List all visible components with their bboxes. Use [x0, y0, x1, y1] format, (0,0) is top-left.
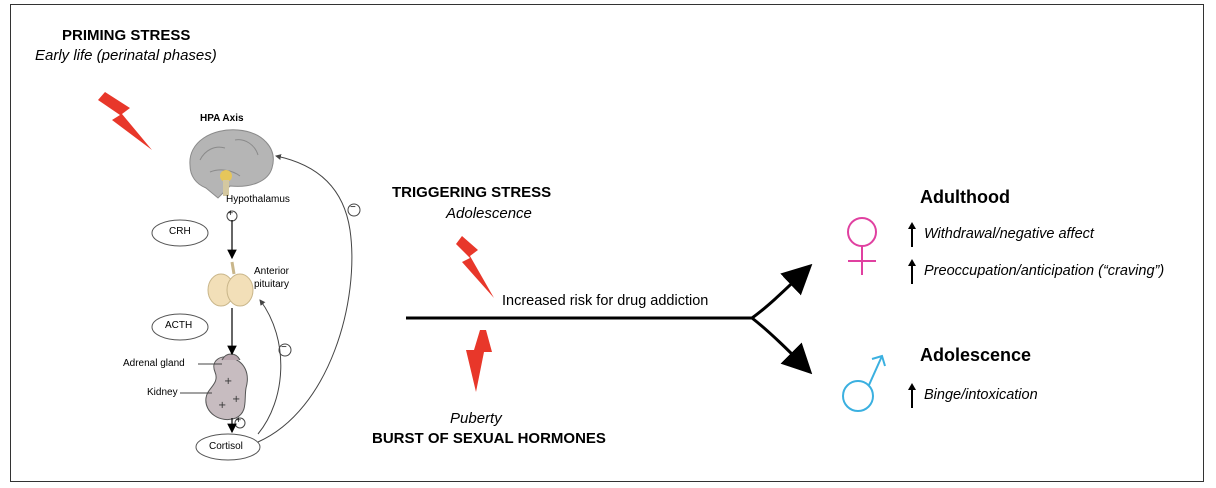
minus-circle-inner	[278, 343, 292, 357]
increase-arrow-icon	[908, 222, 916, 247]
crh-label: CRH	[169, 226, 191, 237]
feedback-arc-outer	[257, 154, 353, 443]
acth-label: ACTH	[165, 320, 193, 331]
svg-text:+: +	[218, 400, 226, 411]
female-outcome-item: Preoccupation/anticipation (“craving”)	[924, 263, 1165, 279]
svg-text:+: +	[232, 394, 240, 405]
priming-stress-title: PRIMING STRESS	[62, 27, 191, 44]
puberty-lightning-icon	[466, 330, 492, 392]
plus-circle-kidney	[234, 417, 246, 429]
pituitary-label: pituitary	[254, 279, 290, 290]
adolescence-heading: Adolescence	[920, 345, 1032, 365]
anterior-label: Anterior	[254, 266, 290, 277]
sexual-hormones-title: BURST OF SEXUAL HORMONES	[372, 430, 606, 447]
adulthood-heading: Adulthood	[920, 187, 1010, 207]
priming-stress-subtitle: Early life (perinatal phases)	[35, 47, 217, 64]
figure-border	[10, 4, 1204, 482]
cortisol-ellipse	[195, 433, 261, 461]
cortisol-label: Cortisol	[209, 441, 243, 452]
pituitary-illustration	[207, 261, 254, 307]
branch-arrow-up	[751, 263, 813, 320]
male-outcome-item: Binge/intoxication	[924, 387, 1038, 403]
minus-circle-outer	[347, 203, 361, 217]
branch-arrow-down	[751, 316, 813, 375]
kidney-label: Kidney	[147, 387, 178, 398]
svg-text:+: +	[224, 376, 232, 387]
priming-lightning-icon	[98, 92, 152, 150]
minus-sign-outer: −	[350, 202, 356, 213]
plus-sign-hypothalamus: +	[228, 208, 234, 218]
risk-label: Increased risk for drug addiction	[502, 293, 709, 309]
crh-ellipse	[151, 219, 209, 247]
increase-arrow-icon	[908, 383, 916, 408]
adrenal-gland-label: Adrenal gland	[123, 358, 185, 369]
acth-ellipse	[151, 313, 209, 341]
brain-illustration	[189, 129, 274, 199]
triggering-stress-title: TRIGGERING STRESS	[392, 184, 552, 201]
hpa-axis-title: HPA Axis	[200, 113, 244, 124]
puberty-subtitle: Puberty	[450, 410, 502, 427]
triggering-stress-subtitle: Adolescence	[446, 205, 532, 222]
female-outcome-item: Withdrawal/negative affect	[924, 226, 1094, 242]
plus-sign-kidney: +	[236, 415, 242, 425]
feedback-arc-inner	[257, 299, 282, 435]
minus-sign-inner: −	[281, 342, 287, 353]
female-symbol-icon	[847, 217, 877, 275]
male-symbol-icon	[842, 354, 886, 412]
increase-arrow-icon	[908, 259, 916, 284]
triggering-lightning-icon	[456, 236, 494, 298]
hypothalamus-label: Hypothalamus	[226, 194, 290, 205]
